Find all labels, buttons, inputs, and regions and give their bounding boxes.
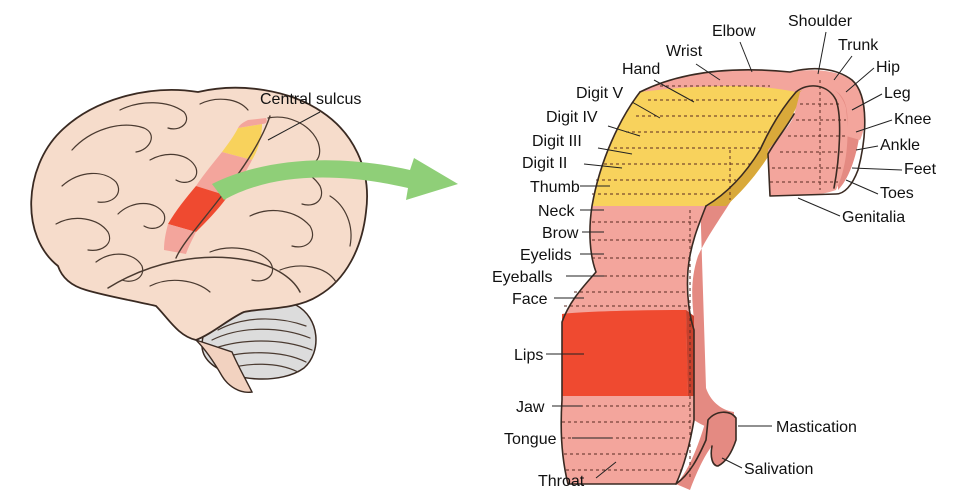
leader-feet <box>851 167 903 171</box>
brain-illustration <box>30 86 368 393</box>
label-ankle: Ankle <box>880 137 920 154</box>
label-elbow: Elbow <box>712 23 756 40</box>
motor-strip-red <box>168 186 228 232</box>
label-digit-iv: Digit IV <box>546 109 598 126</box>
label-jaw: Jaw <box>516 399 545 416</box>
leader-elbow <box>739 41 753 73</box>
strip-yellow-front <box>592 71 796 206</box>
leader-toes <box>845 179 879 195</box>
leader-trunk <box>833 55 853 81</box>
label-wrist: Wrist <box>666 43 703 60</box>
motor-strip-light-red-lower <box>164 224 196 254</box>
strip-bottom-curl <box>676 412 736 490</box>
leader-knee <box>855 119 893 133</box>
leader-genitalia <box>797 197 841 217</box>
label-feet: Feet <box>904 161 937 178</box>
strip-lips-band <box>562 310 688 396</box>
leader-central-sulcus <box>267 111 321 141</box>
label-leg: Leg <box>884 85 911 102</box>
label-knee: Knee <box>894 111 931 128</box>
label-genitalia: Genitalia <box>842 209 905 226</box>
label-tongue: Tongue <box>504 431 557 448</box>
green-arrow <box>212 158 458 200</box>
leader-digit-v <box>631 101 661 119</box>
leader-salivation <box>721 457 743 469</box>
brainstem <box>195 339 254 393</box>
label-trunk: Trunk <box>838 37 879 54</box>
label-mastication: Mastication <box>776 419 857 436</box>
brain-gyri <box>55 98 352 293</box>
label-digit-iii: Digit III <box>532 133 582 150</box>
label-digit-v: Digit V <box>576 85 623 102</box>
cerebellum-folds <box>209 318 313 373</box>
leader-hand <box>653 79 695 103</box>
strip-lips-side <box>686 310 694 396</box>
leader-ankle <box>855 145 879 151</box>
label-thumb: Thumb <box>530 179 580 196</box>
motor-strip-top <box>238 118 267 128</box>
strip-outline-mid <box>675 205 707 485</box>
label-central-sulcus: Central sulcus <box>260 91 361 108</box>
label-brow: Brow <box>542 225 579 242</box>
homunculus-labels: Elbow Shoulder Trunk Hip Leg Knee Ankle … <box>492 13 937 490</box>
leader-wrist <box>695 63 721 81</box>
label-hand: Hand <box>622 61 660 78</box>
leader-hip <box>845 67 875 93</box>
leader-digit-iv <box>607 125 641 137</box>
label-eyeballs: Eyeballs <box>492 269 552 286</box>
leader-throat <box>595 461 617 479</box>
strip-outline-inner <box>705 85 841 207</box>
label-hip: Hip <box>876 59 900 76</box>
label-throat: Throat <box>538 473 585 490</box>
motor-strip-yellow <box>222 124 262 160</box>
strip-outline-top <box>639 67 866 197</box>
motor-strip-light-red <box>196 152 252 196</box>
label-neck: Neck <box>538 203 575 220</box>
leader-digit-ii <box>583 163 623 169</box>
leader-leg <box>851 93 883 111</box>
leader-shoulder <box>817 31 827 75</box>
label-lips: Lips <box>514 347 543 364</box>
strip-dash-lines <box>562 80 846 480</box>
label-digit-ii: Digit II <box>522 155 567 172</box>
leader-digit-iii <box>597 147 633 155</box>
strip-outline <box>560 91 737 485</box>
label-face: Face <box>512 291 548 308</box>
label-eyelids: Eyelids <box>520 247 572 264</box>
label-shoulder: Shoulder <box>788 13 853 30</box>
label-salivation: Salivation <box>744 461 813 478</box>
label-toes: Toes <box>880 185 914 202</box>
